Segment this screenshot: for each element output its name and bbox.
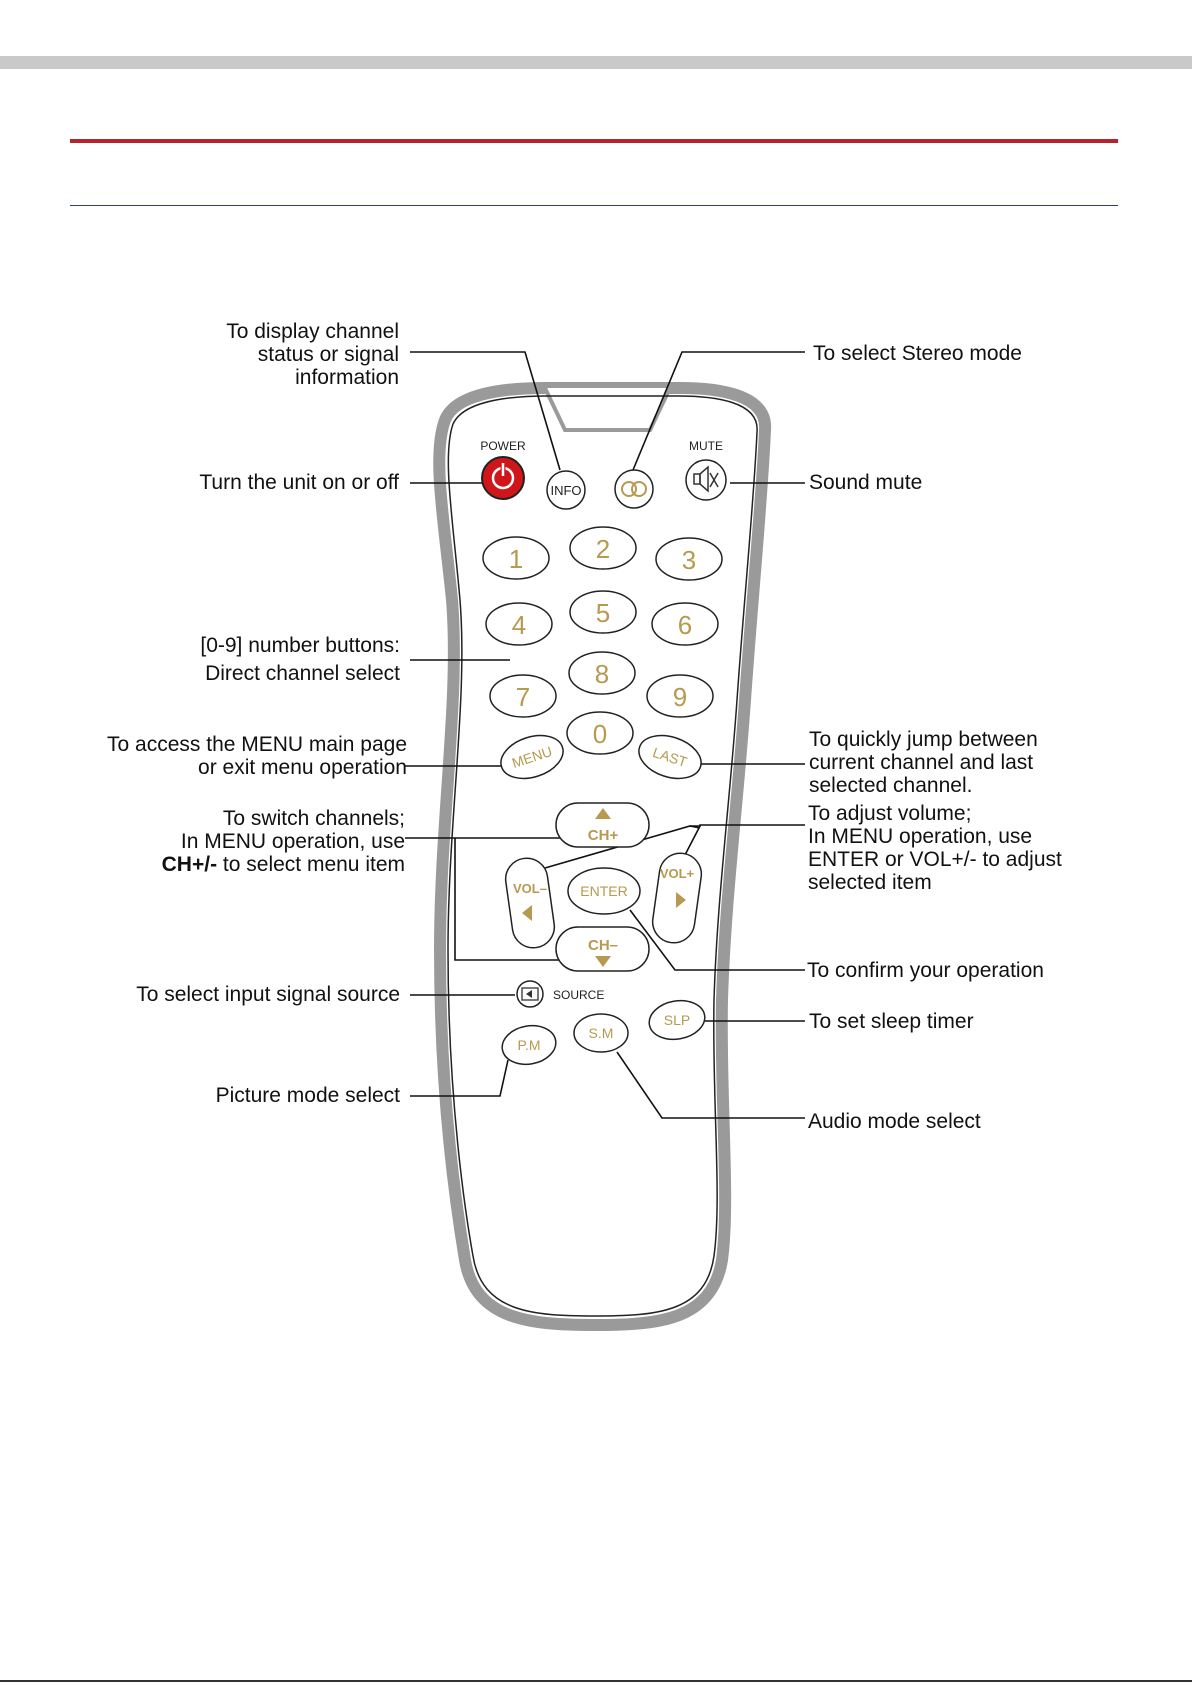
- sound-mode-button[interactable]: S.M: [573, 1013, 629, 1053]
- picture-mode-button[interactable]: P.M: [499, 1022, 559, 1069]
- digit-label: 9: [673, 682, 687, 712]
- annotation-line: [0-9] number buttons:: [200, 634, 400, 657]
- annotation-line: status or signal: [257, 343, 399, 366]
- stereo-annotation: To select Stereo mode: [813, 342, 1022, 365]
- digit-button-5[interactable]: 5: [569, 590, 637, 634]
- numbers-annotation: [0-9] number buttons: Direct channel sel…: [200, 632, 400, 688]
- digit-button-3[interactable]: 3: [655, 537, 723, 581]
- annotation-line: Direct channel select: [205, 662, 400, 685]
- annotation-line: To switch channels;: [222, 807, 405, 830]
- header-blue-rule: [70, 205, 1118, 206]
- annotation-line: To access the MENU main page: [107, 733, 407, 756]
- digit-button-8[interactable]: 8: [568, 651, 636, 695]
- power-button[interactable]: [481, 456, 525, 500]
- stereo-icon: [621, 481, 637, 497]
- digit-label: 6: [678, 610, 692, 640]
- power-caption: POWER: [480, 439, 526, 453]
- digit-label: 7: [516, 682, 530, 712]
- arrow-right-icon: [676, 892, 686, 908]
- arrow-left-icon: [522, 905, 532, 921]
- annotation-tail: to select menu item: [217, 853, 405, 876]
- digit-button-9[interactable]: 9: [646, 674, 714, 718]
- channel-up-label: CH+: [588, 827, 619, 844]
- digit-label: 3: [682, 545, 696, 575]
- arrow-up-icon: [595, 808, 611, 819]
- digit-button-2[interactable]: 2: [569, 526, 637, 570]
- picture-mode-label: P.M: [517, 1037, 540, 1053]
- confirm-annotation: To confirm your operation: [807, 959, 1044, 982]
- last-button[interactable]: LAST: [633, 728, 706, 786]
- annotation-line: ENTER or VOL+/- to adjust: [808, 848, 1062, 871]
- volume-up-label: VOL+: [660, 866, 695, 881]
- sleep-button-label: SLP: [664, 1012, 690, 1028]
- annotation-line: To adjust volume;: [808, 802, 972, 825]
- source-icon: [521, 987, 539, 1001]
- annotation-line: selected channel.: [809, 774, 973, 797]
- annotation-bold: CH+/-: [161, 853, 218, 876]
- arrow-down-icon: [595, 956, 611, 967]
- top-gray-bar: [0, 56, 1192, 69]
- mute-icon: [693, 465, 719, 493]
- enter-button[interactable]: ENTER: [567, 867, 641, 915]
- menu-annotation: To access the MENU main page or exit men…: [107, 733, 407, 779]
- menu-button[interactable]: MENU: [495, 728, 568, 786]
- remote-top-notch: [543, 387, 672, 432]
- info-button[interactable]: INFO: [546, 470, 586, 510]
- last-annotation: To quickly jump between current channel …: [809, 728, 1038, 797]
- annotation-line: information: [295, 366, 399, 389]
- annotation-line: or exit menu operation: [198, 756, 407, 779]
- enter-button-label: ENTER: [580, 883, 627, 899]
- footer-rule: [0, 1680, 1192, 1682]
- annotation-line: CH+/- to select menu item: [162, 853, 405, 876]
- mute-button[interactable]: [685, 459, 727, 501]
- digit-label: 8: [595, 659, 609, 689]
- sleep-button[interactable]: SLP: [646, 996, 708, 1043]
- power-annotation: Turn the unit on or off: [199, 471, 399, 494]
- digit-label: 5: [596, 598, 610, 628]
- picture-annotation: Picture mode select: [215, 1084, 400, 1107]
- source-button[interactable]: [516, 980, 544, 1008]
- volume-down-label: VOL–: [513, 881, 547, 896]
- leader-lines: [405, 351, 805, 1119]
- digit-label: 1: [509, 544, 523, 574]
- annotation-line: In MENU operation, use: [808, 825, 1033, 848]
- volume-down-button[interactable]: VOL–: [503, 856, 557, 951]
- remote-inner-outline: [447, 395, 758, 1317]
- digit-button-7[interactable]: 7: [489, 674, 557, 718]
- stereo-button[interactable]: [614, 469, 654, 509]
- volume-up-button[interactable]: VOL+: [650, 851, 704, 946]
- audio-annotation: Audio mode select: [808, 1110, 981, 1133]
- source-annotation: To select input signal source: [136, 983, 400, 1006]
- channel-down-button[interactable]: CH–: [555, 926, 650, 972]
- digit-button-4[interactable]: 4: [485, 602, 553, 646]
- channel-annotation: To switch channels; In MENU operation, u…: [162, 807, 405, 876]
- annotation-line: selected item: [808, 871, 932, 894]
- sleep-annotation: To set sleep timer: [809, 1010, 974, 1033]
- volume-annotation: To adjust volume; In MENU operation, use…: [808, 802, 1062, 894]
- mute-caption: MUTE: [689, 439, 723, 453]
- info-button-label: INFO: [550, 483, 581, 498]
- mute-annotation: Sound mute: [809, 471, 923, 494]
- channel-down-label: CH–: [588, 937, 618, 954]
- digit-label: 2: [596, 534, 610, 564]
- annotation-line: current channel and last: [809, 751, 1034, 774]
- source-button-label: SOURCE: [553, 988, 604, 1002]
- header-red-rule: [70, 139, 1118, 143]
- channel-up-button[interactable]: CH+: [555, 802, 650, 848]
- digit-label: 0: [593, 719, 607, 749]
- digit-label: 4: [512, 610, 526, 640]
- annotation-line: In MENU operation, use: [180, 830, 405, 853]
- annotation-line: To quickly jump between: [809, 728, 1038, 751]
- annotation-line: To display channel: [226, 320, 399, 343]
- info-annotation: To display channel status or signal info…: [226, 320, 399, 389]
- sound-mode-label: S.M: [589, 1025, 614, 1041]
- digit-button-6[interactable]: 6: [651, 602, 719, 646]
- digit-button-1[interactable]: 1: [482, 536, 550, 580]
- digit-button-0[interactable]: 0: [566, 711, 634, 755]
